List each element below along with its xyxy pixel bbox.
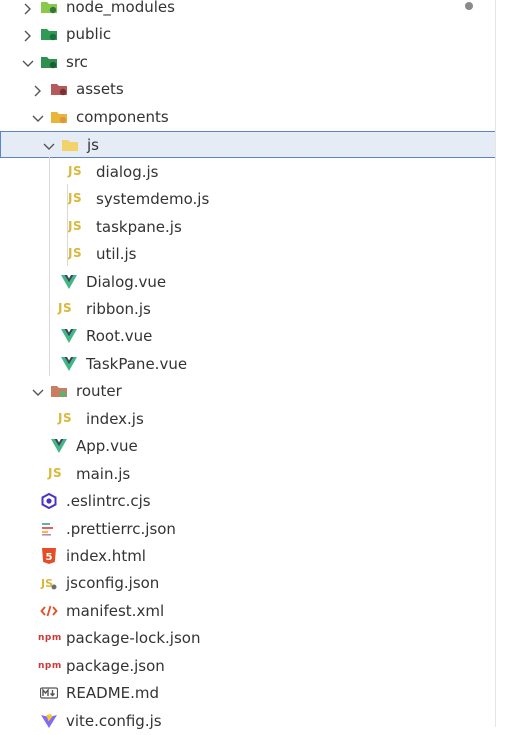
eslint-file-icon: [40, 492, 58, 510]
prettier-file-icon: [40, 521, 58, 537]
folder-assets-icon: [50, 81, 68, 97]
file-item-root-vue[interactable]: Root.vue: [0, 323, 496, 350]
chevron-right-icon[interactable]: [22, 1, 34, 15]
file-item-vite-config-js[interactable]: vite.config.js: [0, 708, 496, 735]
folder-item-assets[interactable]: assets: [0, 76, 496, 103]
file-item-ribbon-js[interactable]: JS ribbon.js: [0, 296, 496, 323]
npm-file-icon: npm: [38, 633, 62, 644]
js-file-icon: JS: [58, 300, 73, 315]
indent-guide: [67, 184, 68, 267]
file-label: util.js: [96, 245, 137, 264]
file-item-package-lock-json[interactable]: npm package-lock.json: [0, 625, 496, 652]
chevron-down-icon[interactable]: [43, 139, 55, 151]
file-label: README.md: [66, 684, 160, 703]
folder-label: js: [87, 136, 99, 155]
file-item-package-json[interactable]: npm package.json: [0, 653, 496, 680]
file-item-main-js[interactable]: JS main.js: [0, 461, 496, 488]
vue-file-icon: [60, 274, 78, 290]
file-item-systemdemo-js[interactable]: JS systemdemo.js: [0, 186, 496, 213]
indent-guide: [49, 156, 50, 377]
js-file-icon: JS: [68, 246, 83, 261]
file-label: index.js: [86, 409, 144, 428]
file-label: Root.vue: [86, 327, 153, 346]
svg-text:JS: JS: [40, 577, 53, 590]
file-label: dialog.js: [96, 162, 159, 181]
file-label: manifest.xml: [66, 601, 165, 620]
file-label: taskpane.js: [96, 217, 182, 236]
folder-item-public[interactable]: public: [0, 21, 496, 48]
file-label: TaskPane.vue: [86, 354, 188, 373]
html5-file-icon: 5: [40, 548, 58, 564]
file-item-dialog-vue[interactable]: Dialog.vue: [0, 269, 496, 296]
file-label: main.js: [76, 464, 131, 483]
folder-components-icon: [50, 109, 68, 125]
chevron-down-icon[interactable]: [32, 111, 44, 123]
file-item-index-js[interactable]: JS index.js: [0, 406, 496, 433]
jsconfig-file-icon: JS: [40, 575, 58, 591]
file-label: package.json: [66, 656, 165, 675]
folder-item-components[interactable]: components: [0, 104, 496, 131]
editor-edge-bottom: [495, 386, 520, 727]
folder-label: assets: [76, 80, 124, 99]
file-item-eslintrc-cjs[interactable]: .eslintrc.cjs: [0, 488, 496, 515]
js-file-icon: JS: [68, 218, 83, 233]
npm-file-icon: npm: [38, 660, 62, 671]
vue-file-icon: [60, 328, 78, 344]
file-label: App.vue: [76, 437, 138, 456]
folder-item-js[interactable]: js: [0, 131, 496, 159]
vue-file-icon: [50, 438, 68, 454]
file-label: Dialog.vue: [86, 272, 167, 291]
modified-indicator-dot: [465, 2, 473, 10]
folder-js-icon: [61, 137, 79, 153]
file-label: .eslintrc.cjs: [66, 492, 151, 511]
file-item-prettierrc-json[interactable]: .prettierrc.json: [0, 516, 496, 543]
js-file-icon: JS: [58, 410, 73, 425]
folder-item-src[interactable]: src: [0, 49, 496, 76]
file-label: .prettierrc.json: [66, 519, 176, 538]
js-file-icon: JS: [68, 191, 83, 206]
vite-file-icon: [40, 713, 58, 729]
js-file-icon: JS: [68, 163, 83, 178]
folder-label: router: [76, 382, 122, 401]
file-label: jsconfig.json: [66, 574, 160, 593]
folder-label: components: [76, 107, 169, 126]
markdown-file-icon: [39, 685, 59, 701]
chevron-right-icon[interactable]: [32, 83, 44, 97]
file-label: ribbon.js: [86, 299, 151, 318]
folder-label: public: [66, 25, 112, 44]
folder-label: node_modules: [66, 0, 175, 16]
file-item-index-html[interactable]: 5 index.html: [0, 543, 496, 570]
file-label: package-lock.json: [66, 629, 201, 648]
js-file-icon: JS: [48, 465, 63, 480]
chevron-right-icon[interactable]: [22, 28, 34, 42]
folder-router-icon: [50, 383, 68, 399]
folder-item-router[interactable]: router: [0, 378, 496, 405]
file-label: vite.config.js: [66, 711, 162, 730]
file-label: index.html: [66, 547, 146, 565]
file-item-app-vue[interactable]: App.vue: [0, 433, 496, 460]
file-item-dialog-js[interactable]: JS dialog.js: [0, 159, 496, 186]
folder-public-icon: [40, 26, 58, 42]
file-item-taskpane-vue[interactable]: TaskPane.vue: [0, 351, 496, 378]
svg-text:5: 5: [46, 552, 53, 563]
file-label: systemdemo.js: [96, 190, 210, 209]
file-item-readme-md[interactable]: README.md: [0, 680, 496, 707]
file-item-taskpane-js[interactable]: JS taskpane.js: [0, 214, 496, 241]
folder-label: src: [66, 52, 88, 71]
chevron-down-icon[interactable]: [22, 56, 34, 68]
editor-edge-top: [495, 0, 520, 386]
file-item-jsconfig-json[interactable]: JS jsconfig.json: [0, 570, 496, 597]
file-item-util-js[interactable]: JS util.js: [0, 241, 496, 268]
chevron-down-icon[interactable]: [32, 385, 44, 397]
file-item-manifest-xml[interactable]: manifest.xml: [0, 598, 496, 625]
folder-item-node-modules[interactable]: node_modules: [0, 0, 496, 21]
xml-file-icon: [40, 603, 58, 619]
folder-src-icon: [40, 54, 58, 70]
folder-node-icon: [40, 0, 58, 15]
vue-file-icon: [60, 356, 78, 372]
